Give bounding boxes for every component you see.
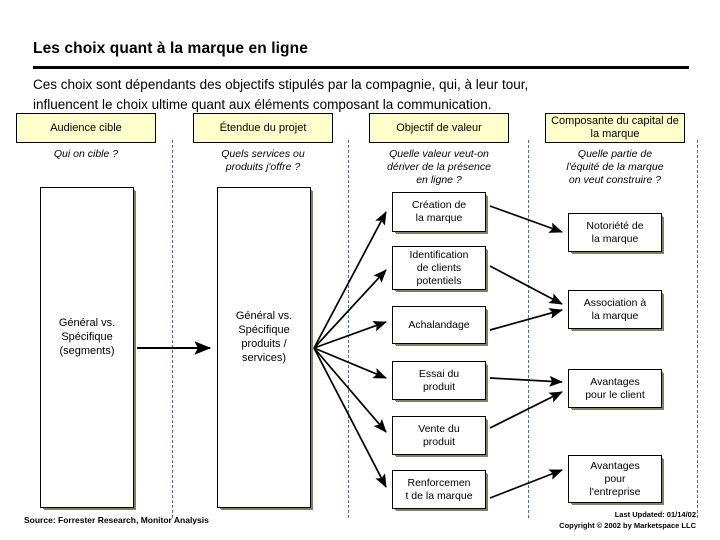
tall-box-line: Général vs. [58, 317, 116, 329]
column-separator-4 [697, 140, 698, 518]
arrow-fan-to-creation [313, 211, 387, 349]
equity-box-line: pour [604, 472, 626, 485]
value-box-line: Création de [411, 199, 467, 211]
caption-audience-cible: Qui on cible ? [16, 148, 156, 161]
caption-line: Qui on cible ? [53, 148, 119, 160]
caption-line: Quelle valeur veut-on [389, 148, 489, 160]
column-separator-2 [348, 140, 349, 518]
arrow-essai-to-avantages-client [489, 375, 564, 387]
caption-line: en ligne ? [416, 174, 462, 186]
arrow-renforcement-to-avantages-entreprise [489, 469, 563, 499]
caption-composante-capital: Quelle partie de l'équité de la marque o… [545, 148, 685, 187]
arrow-achalandage-to-association [489, 308, 563, 331]
equity-box-line: l'entreprise [589, 485, 641, 498]
equity-box-line: Avantages [590, 459, 640, 472]
tall-box-line: services) [241, 352, 286, 364]
tall-box-line: (segments) [59, 345, 115, 357]
value-box-line: Essai du [418, 367, 460, 380]
value-box-identification-clients[interactable]: Identification de clients potentiels [392, 246, 486, 290]
value-box-vente-produit[interactable]: Vente du produit [392, 416, 486, 455]
value-box-line: Renforcemen [407, 476, 471, 489]
value-box-line: potentiels [416, 274, 462, 287]
arrow-fan-to-identification [313, 269, 387, 349]
value-box-renforcement-marque[interactable]: Renforcemen t de la marque [392, 470, 486, 509]
header-box-objectif-de-valeur[interactable]: Objectif de valeur [369, 113, 509, 143]
equity-box-line: la marque [591, 309, 639, 322]
value-box-line: produit [422, 380, 456, 393]
header-box-audience-cible[interactable]: Audience cible [16, 113, 156, 143]
header-box-composante-capital[interactable]: Composante du capital de la marque [545, 113, 685, 143]
arrow-creation-to-notoriete [489, 205, 563, 233]
page-subtitle: Ces choix sont dépendants des objectifs … [33, 75, 693, 115]
equity-box-line: Association à [583, 296, 647, 309]
copyright-text: Copyright © 2002 by Marketspace LLC [559, 521, 696, 530]
value-box-line: de clients [416, 261, 462, 274]
last-updated-text: Last Updated: 01/14/02 [614, 510, 696, 519]
arrow-fan-to-vente [313, 347, 387, 433]
copyright-note: Last Updated: 01/14/02 Copyright © 2002 … [559, 509, 696, 531]
title-divider [33, 66, 689, 69]
tall-box-line: Spécifique [238, 324, 290, 336]
tall-box-etendue-label: Général vs. Spécifique produits / servic… [218, 309, 310, 365]
tall-box-audience[interactable]: Général vs. Spécifique (segments) [40, 187, 134, 508]
source-note: Source: Forrester Research, Monitor Anal… [24, 515, 209, 525]
value-box-achalandage[interactable]: Achalandage [392, 306, 486, 344]
tall-box-line: Général vs. [235, 310, 293, 322]
caption-line: produits j'offre ? [225, 161, 301, 173]
caption-line: dériver de la présence [387, 161, 491, 173]
equity-box-line: pour le client [585, 388, 645, 401]
arrow-vente-to-avantages-client [489, 391, 563, 429]
column-separator-3 [528, 140, 529, 518]
value-box-creation-marque[interactable]: Création de la marque [392, 192, 486, 232]
caption-objectif-de-valeur: Quelle valeur veut-on dériver de la prés… [369, 148, 509, 187]
value-box-line: Vente du [418, 422, 460, 435]
equity-box-notoriete-marque[interactable]: Notoriété de la marque [568, 213, 662, 252]
tall-box-etendue[interactable]: Général vs. Spécifique produits / servic… [217, 187, 311, 508]
caption-line: l'équité de la marque [566, 161, 664, 173]
tall-box-line: Spécifique [61, 331, 113, 343]
arrow-fan-to-renforcement [313, 347, 387, 488]
equity-box-line: Avantages [590, 375, 640, 388]
header-box-etendue-du-projet[interactable]: Étendue du projet [193, 113, 333, 143]
value-box-line: Identification [409, 248, 469, 261]
column-separator-1 [172, 140, 173, 518]
tall-box-audience-label: Général vs. Spécifique (segments) [41, 316, 133, 358]
subtitle-line-2: influencent le choix ultime quant aux él… [33, 97, 492, 112]
equity-box-line: la marque [591, 232, 639, 245]
arrow-fan-to-essai [313, 347, 387, 379]
value-box-line: Achalandage [408, 318, 470, 331]
caption-line: on veut construire ? [568, 174, 662, 186]
equity-box-avantages-entreprise[interactable]: Avantages pour l'entreprise [568, 455, 662, 503]
caption-line: Quelle partie de [577, 148, 653, 160]
page-title: Les choix quant à la marque en ligne [33, 40, 308, 57]
caption-etendue-du-projet: Quels services ou produits j'offre ? [193, 148, 333, 174]
value-box-line: la marque [415, 212, 463, 224]
tall-box-line: produits / [241, 338, 287, 350]
arrow-identification-to-association [489, 265, 563, 305]
equity-box-line: Notoriété de [586, 219, 644, 232]
value-box-essai-produit[interactable]: Essai du produit [392, 361, 486, 400]
equity-box-avantages-client[interactable]: Avantages pour le client [568, 369, 662, 408]
value-box-line: produit [422, 435, 456, 448]
caption-line: Quels services ou [221, 148, 305, 160]
equity-box-association-marque[interactable]: Association à la marque [568, 290, 662, 329]
subtitle-line-1: Ces choix sont dépendants des objectifs … [33, 77, 529, 92]
arrow-fan-to-achalandage [313, 321, 387, 349]
value-box-line: t de la marque [405, 489, 473, 502]
